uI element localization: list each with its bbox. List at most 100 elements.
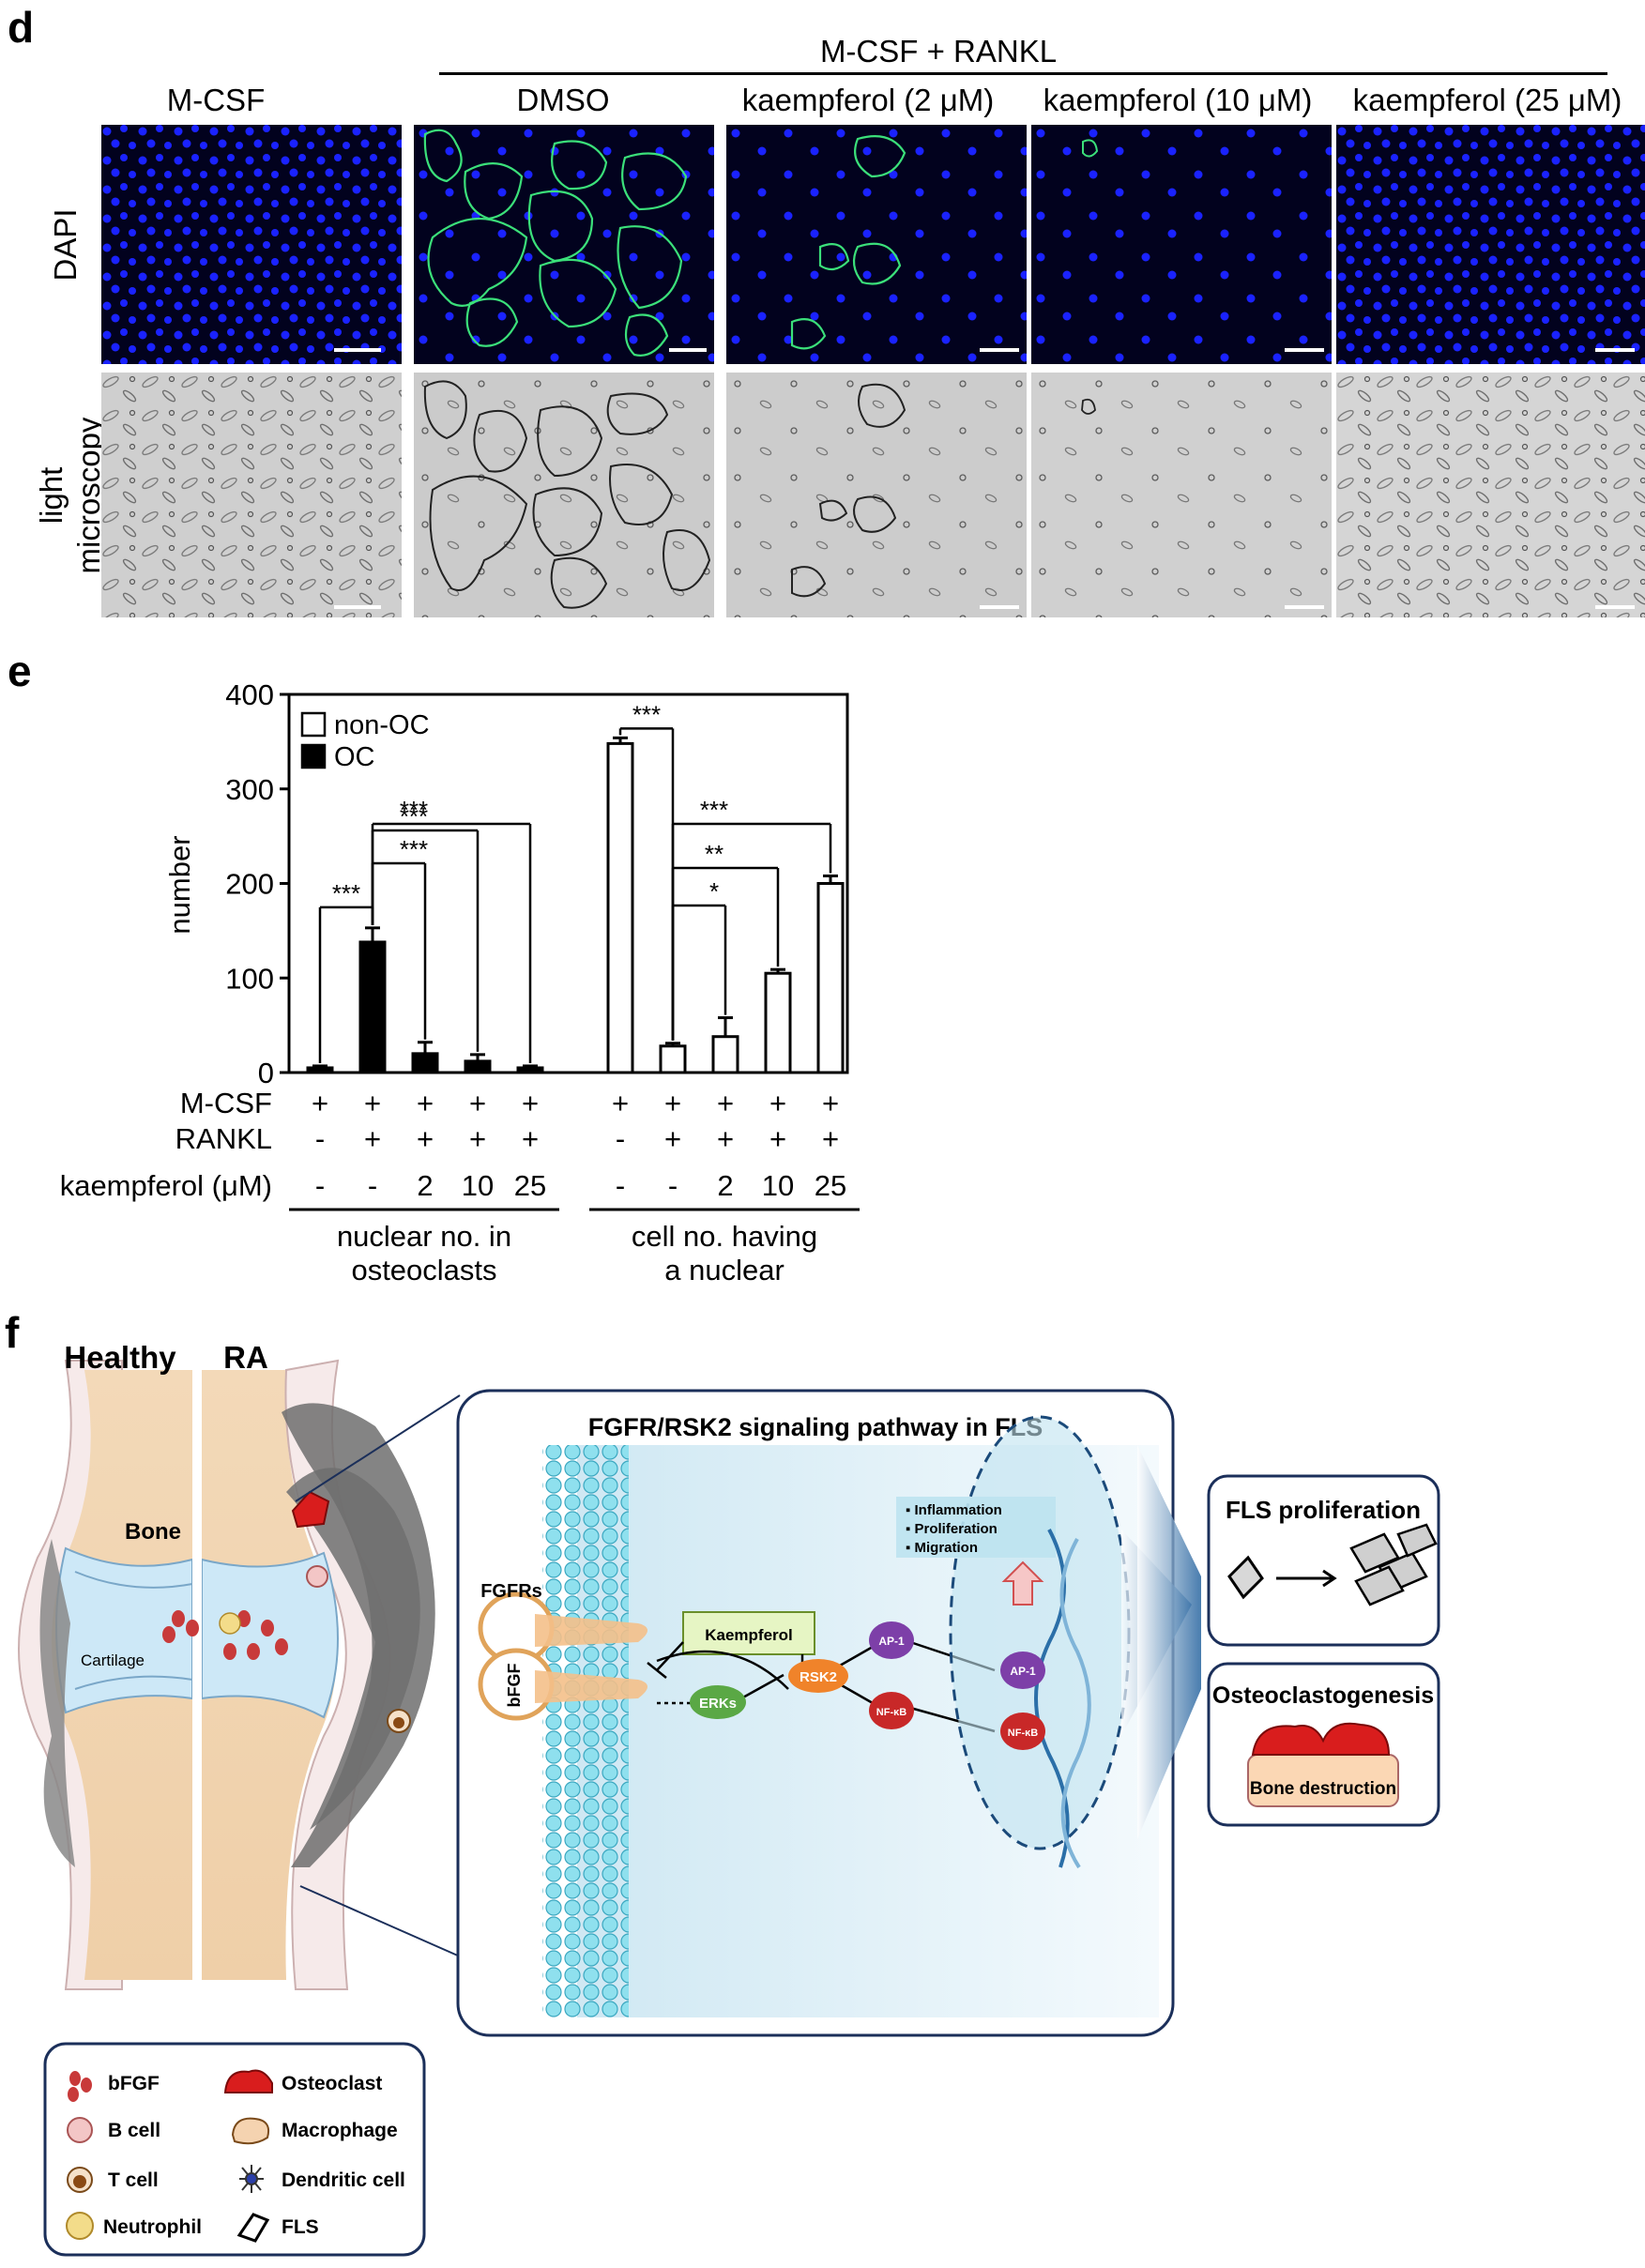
label-nfkb-nuclear: NF-κB <box>1008 1728 1038 1739</box>
legend-bfgf: bFGF <box>108 2073 160 2094</box>
dapi-kaempferol-10-image <box>1031 125 1332 364</box>
bar-g0-2 <box>411 1052 439 1074</box>
legend-swatch-1 <box>300 743 327 769</box>
condition-mcsf-g0-2: + <box>417 1087 434 1119</box>
condition-rankl-g1-0: - <box>616 1122 625 1155</box>
nfkb-node <box>869 1692 914 1729</box>
label-nfkb: NF-κB <box>876 1707 906 1718</box>
condition-kaempferol-g1-3: 10 <box>762 1169 794 1202</box>
condition-mcsf-g0-3: + <box>469 1087 486 1119</box>
dapi-kaempferol-25-image <box>1336 125 1645 364</box>
condition-rankl-g1-3: + <box>769 1122 786 1155</box>
bar-g1-0 <box>606 741 634 1074</box>
condition-mcsf-g1-2: + <box>717 1087 734 1119</box>
y-tick-label-0: 0 <box>258 1057 274 1089</box>
row-label-light-microscopy-text: light microscopy <box>34 417 106 574</box>
lm-kaempferol-10-image <box>1031 373 1332 617</box>
condition-rankl-g1-1: + <box>664 1122 681 1155</box>
y-axis-label: number <box>163 835 196 934</box>
group-header-line <box>439 72 1607 75</box>
sig-label-6: ** <box>705 840 723 868</box>
b-cell-icon <box>67 2117 93 2143</box>
column-header-kaempferol-25: kaempferol (25 μM) <box>1352 83 1622 117</box>
bar-chart-e: 0100200300400numbernon-OCOC*************… <box>60 678 860 1286</box>
sig-label-0: *** <box>332 879 360 907</box>
column-header-kaempferol-2: kaempferol (2 μM) <box>741 83 995 117</box>
row-label-light-microscopy: light microscopy <box>33 369 108 622</box>
fls-cell-icon <box>1227 1555 1264 1600</box>
label-healthy: Healthy <box>64 1342 176 1375</box>
pathway-box: FGFR/RSK2 signaling pathway in FLS FGFRs… <box>456 1389 1175 2037</box>
dapi-kaempferol-2-image <box>726 125 1027 364</box>
nucleus <box>949 1415 1131 1850</box>
sig-label-5: * <box>709 877 719 906</box>
sig-label-1: *** <box>400 835 428 863</box>
fgfr-receptors <box>478 1591 647 1721</box>
zoom-line-top <box>295 1394 461 1502</box>
condition-label-1: RANKL <box>175 1122 272 1155</box>
label-cartilage: Cartilage <box>81 1652 145 1669</box>
condition-mcsf-g1-1: + <box>664 1087 681 1119</box>
kaempferol-box <box>682 1611 815 1655</box>
panel-e-letter: e <box>8 647 32 695</box>
bar-g0-3 <box>464 1059 492 1074</box>
macrophage-icon <box>231 2117 270 2145</box>
condition-rankl-g0-2: + <box>417 1122 434 1155</box>
fls-proliferation-box: FLS proliferation <box>1207 1474 1440 1647</box>
bone-destruction-label: Bone destruction <box>1250 1779 1396 1799</box>
dna-strand-icon <box>1034 1529 1070 1868</box>
condition-rankl-g0-1: + <box>364 1122 381 1155</box>
label-ra: RA <box>223 1342 268 1375</box>
panel-d-letter: d <box>8 3 35 52</box>
cell-legend: bFGF Osteoclast B cell Macrophage T cell… <box>43 2042 426 2257</box>
sig-label-4: *** <box>632 700 661 728</box>
label-fgfrs: FGFRs <box>480 1581 542 1602</box>
condition-mcsf-g1-3: + <box>769 1087 786 1119</box>
condition-mcsf-g1-4: + <box>822 1087 839 1119</box>
legend-b-cell: B cell <box>108 2120 160 2141</box>
condition-kaempferol-g0-3: 10 <box>462 1169 494 1202</box>
y-tick-label-3: 300 <box>225 773 274 806</box>
lm-kaempferol-2-image <box>726 373 1027 617</box>
fls-cluster-icon <box>1349 1523 1438 1606</box>
bar-g0-1 <box>358 940 387 1074</box>
legend-t-cell: T cell <box>108 2169 159 2191</box>
condition-rankl-g1-2: + <box>717 1122 734 1155</box>
joint-illustration: Bone Cartilage Healthy RA <box>18 1342 435 1990</box>
panel-f-letter: f <box>5 1308 20 1357</box>
condition-kaempferol-g1-1: - <box>668 1169 678 1202</box>
condition-rankl-g0-0: - <box>315 1122 325 1155</box>
sig-label-2: *** <box>400 802 428 830</box>
condition-mcsf-g0-1: + <box>364 1087 381 1119</box>
neutrophil-icon <box>66 2212 94 2240</box>
rsk2-node <box>788 1659 848 1693</box>
group-label-line2-0: osteoclasts <box>351 1254 496 1286</box>
condition-mcsf-g0-4: + <box>522 1087 539 1119</box>
outcome-migration: ▪ Migration <box>906 1540 978 1556</box>
group-label-line1-1: cell no. having <box>632 1220 817 1253</box>
bar-g1-4 <box>816 882 845 1074</box>
column-header-mcsf: M-CSF <box>166 83 266 117</box>
outcome-box <box>896 1497 1056 1558</box>
condition-kaempferol-g1-0: - <box>616 1169 625 1202</box>
condition-rankl-g0-3: + <box>469 1122 486 1155</box>
lm-mcsf-image <box>101 373 402 617</box>
y-tick-label-1: 100 <box>225 962 274 995</box>
osteoclast-legend-icon <box>223 2069 273 2093</box>
condition-kaempferol-g0-1: - <box>368 1169 377 1202</box>
ap1-node <box>869 1621 914 1659</box>
column-header-kaempferol-10: kaempferol (10 μM) <box>1043 83 1313 117</box>
legend-swatch-0 <box>300 711 327 738</box>
condition-kaempferol-g0-2: 2 <box>417 1169 433 1202</box>
group-label-line2-1: a nuclear <box>664 1254 784 1286</box>
condition-label-0: M-CSF <box>180 1087 272 1119</box>
sig-label-3: *** <box>400 796 428 824</box>
lm-kaempferol-25-image <box>1336 373 1645 617</box>
outcome-proliferation: ▪ Proliferation <box>906 1521 998 1537</box>
label-bone: Bone <box>125 1519 181 1545</box>
condition-rankl-g1-4: + <box>822 1122 839 1155</box>
osteoclastogenesis-title: Osteoclastogenesis <box>1212 1682 1434 1709</box>
ra-diagram: Bone Cartilage Healthy RA FGFR/RSK2 sign… <box>18 1342 1440 2257</box>
condition-mcsf-g1-0: + <box>612 1087 629 1119</box>
outcome-inflammation: ▪ Inflammation <box>906 1502 1002 1518</box>
